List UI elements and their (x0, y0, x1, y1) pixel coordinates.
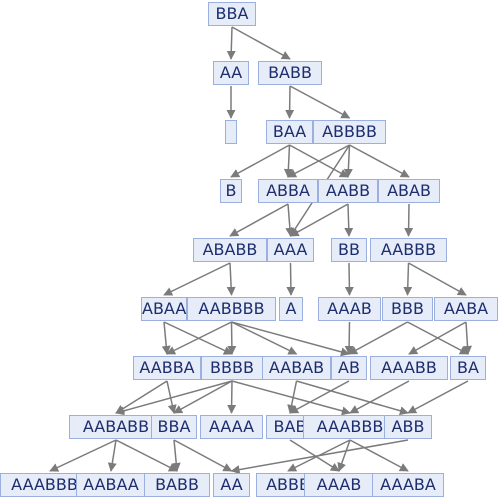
graph-node-n27: AABABB (69, 415, 163, 439)
graph-edge-n9-n12 (289, 203, 349, 237)
graph-edge-n16-n24 (231, 321, 350, 357)
graph-node-n23: AABAB (262, 356, 331, 380)
graph-edge-n31-n39 (349, 439, 409, 472)
graph-node-n18: AAAB (318, 297, 381, 321)
graph-edge-n27-n35 (115, 439, 178, 472)
graph-edge-n5-n8 (283, 144, 293, 178)
graph-edge-n27-n34 (107, 439, 117, 472)
graph-node-n10: ABAB (378, 179, 440, 203)
graph-node-n38: AAAB (304, 473, 374, 497)
graph-edge-n16-n23 (231, 321, 298, 355)
graph-node-n21: AABBA (133, 356, 201, 380)
graph-edge-n14-n19 (403, 262, 413, 296)
graph-node-n34: AABAA (76, 473, 146, 497)
graph-node-n15: ABAA (141, 297, 187, 321)
graph-node-n9: AABB (318, 179, 378, 203)
graph-node-n8: ABBA (258, 179, 318, 203)
graph-edge-n32-n36 (230, 439, 409, 475)
graph-edge-n11-n15 (163, 262, 231, 296)
graph-edge-n31-n38 (337, 439, 351, 472)
graph-node-n20: AABA (434, 297, 498, 321)
graph-node-n28: BBA (151, 415, 197, 439)
graph-node-n4 (225, 120, 237, 144)
graph-node-n35: BABB (144, 473, 210, 497)
graph-edge-n8-n11 (229, 203, 289, 237)
graph-node-n6: ABBBB (313, 120, 386, 144)
graph-node-n14: AABBB (370, 238, 447, 262)
graph-node-n7: B (220, 179, 242, 203)
graph-node-n19: BBB (382, 297, 433, 321)
graph-edge-n6-n9 (343, 144, 353, 178)
graph-edge-n6-n10 (349, 144, 410, 178)
graph-edge-n20-n26 (463, 321, 472, 355)
graph-edge-n22-n29 (227, 380, 237, 414)
graph-edge-n27-n33 (49, 439, 117, 472)
graph-node-n31: AAABBB (303, 415, 397, 439)
graph-node-n1: BBA (208, 2, 256, 26)
graph-edge-n3-n6 (289, 85, 351, 119)
graph-node-n29: AAAA (200, 415, 263, 439)
graph-edge-n22-n27 (115, 380, 233, 416)
graph-edge-n10-n14 (404, 203, 414, 237)
graph-edge-n14-n20 (408, 262, 467, 296)
graph-edge-n3-n5 (285, 85, 295, 119)
graph-edge-n16-n22 (227, 321, 237, 355)
graph-edge-n1-n2 (226, 26, 236, 60)
graph-node-n25: AAABB (370, 356, 448, 380)
graph-edge-n15-n21 (161, 321, 171, 355)
graph-edge-n21-n28 (166, 380, 177, 414)
graph-edge-n13-n18 (344, 262, 354, 296)
graph-edge-n9-n13 (344, 203, 354, 237)
graph-edge-n11-n16 (226, 262, 236, 296)
graph-edge-n25-n31 (349, 380, 410, 414)
graph-node-n13: BB (331, 238, 367, 262)
graph-edge-n28-n36 (173, 439, 233, 472)
graph-edge-n26-n32 (407, 380, 469, 414)
graph-edge-n21-n27 (115, 380, 168, 414)
graph-edge-n23-n32 (296, 380, 409, 416)
graph-edge-n22-n31 (231, 380, 351, 416)
graph-node-n32: ABB (384, 415, 432, 439)
graph-node-n36: AA (213, 473, 250, 497)
graph-edge-n18-n24 (344, 321, 354, 355)
graph-edge-n1-n3 (231, 26, 291, 60)
graph-node-n3: BABB (258, 61, 322, 85)
graph-node-n24: AB (331, 356, 367, 380)
graph-node-n11: ABABB (193, 238, 267, 262)
graph-edge-n24-n30 (289, 380, 350, 414)
graph-edge-n16-n21 (166, 321, 232, 355)
graph-node-n16: AABBBB (187, 297, 276, 321)
graph-node-n39: AAABA (372, 473, 444, 497)
graph-edge-n12-n17 (286, 262, 296, 296)
graph-node-n17: A (279, 297, 303, 321)
graph-edge-n19-n24 (348, 321, 408, 355)
graph-edge-n22-n28 (173, 380, 233, 414)
graph-edge-n20-n25 (408, 321, 467, 355)
graph-edge-n5-n7 (230, 144, 290, 178)
graph-node-n2: AA (213, 61, 249, 85)
graph-edge-n6-n8 (287, 144, 350, 178)
graph-edge-n30-n38 (289, 439, 340, 472)
graph-node-n5: BAA (266, 120, 313, 144)
graph-node-n22: BBBB (201, 356, 263, 380)
graph-node-n12: AAA (267, 238, 314, 262)
graph-edge-n8-n12 (285, 203, 295, 237)
graph-node-n26: BA (450, 356, 486, 380)
graph-edge-n28-n35 (171, 439, 181, 472)
